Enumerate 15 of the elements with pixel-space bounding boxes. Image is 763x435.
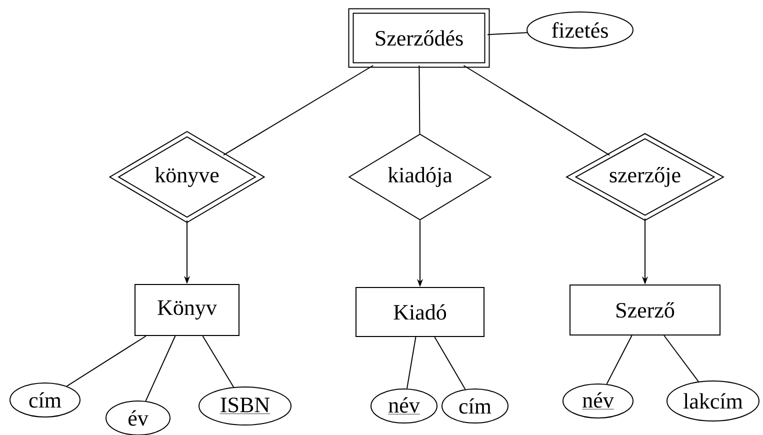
entity-box: Könyv bbox=[134, 284, 240, 336]
connector-line bbox=[664, 335, 699, 382]
connector-line bbox=[463, 65, 610, 156]
connector-line bbox=[418, 65, 420, 134]
connector-line bbox=[202, 336, 234, 388]
entity-box: Kiadó bbox=[356, 287, 484, 337]
connector-line bbox=[434, 336, 466, 390]
connector-line bbox=[487, 32, 528, 36]
connector-line bbox=[406, 336, 416, 390]
weak-entity-box: Szerződés bbox=[348, 8, 490, 68]
connector-line bbox=[66, 336, 146, 387]
entity-box: Szerző bbox=[570, 284, 720, 336]
connector-line bbox=[145, 336, 176, 402]
connector-line bbox=[606, 335, 632, 385]
connector-line bbox=[223, 65, 374, 156]
